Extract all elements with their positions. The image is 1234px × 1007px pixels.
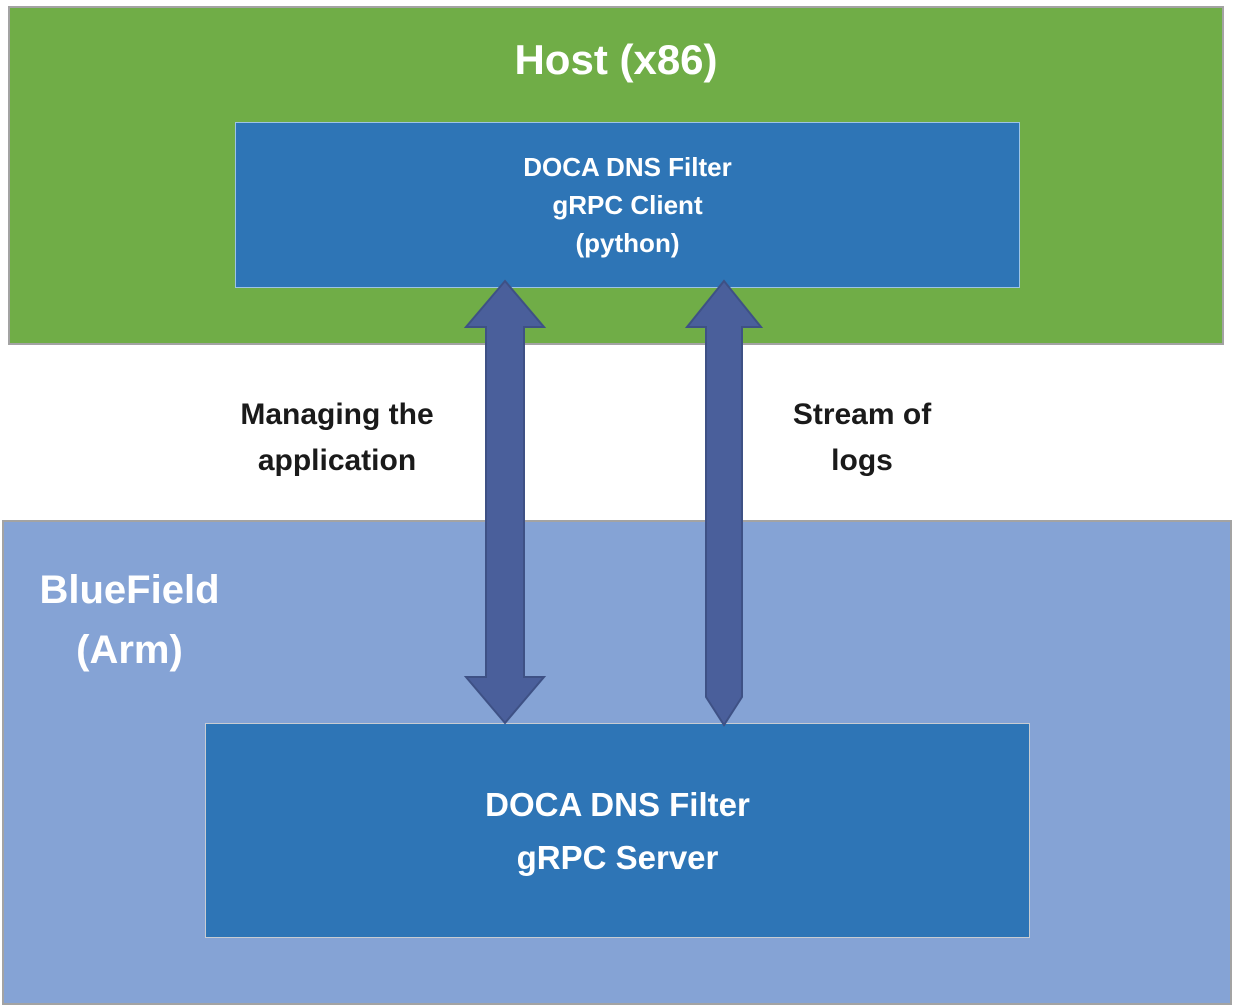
annotation-managing-line1: Managing the [240, 398, 434, 431]
bluefield-title-line2: (Arm) [76, 628, 183, 672]
annotation-stream-line2: logs [831, 444, 893, 477]
annotation-stream-line1: Stream of [792, 398, 932, 431]
server-box-line1: DOCA DNS Filter [485, 785, 750, 823]
grpc-server-box: DOCA DNS Filter gRPC Server [205, 723, 1030, 938]
bluefield-title-line1: BlueField [39, 568, 220, 612]
annotation-managing: Managing the application [167, 392, 507, 484]
grpc-client-box: DOCA DNS Filter gRPC Client (python) [235, 122, 1020, 288]
client-box-line1: DOCA DNS Filter [523, 152, 732, 182]
host-region-title: Host (x86) [514, 36, 718, 83]
host-region: Host (x86) DOCA DNS Filter gRPC Client (… [8, 6, 1224, 345]
client-box-line2: gRPC Client [552, 190, 703, 220]
server-box-line2: gRPC Server [516, 838, 719, 876]
annotation-managing-line2: application [257, 444, 417, 477]
bluefield-region-title: BlueField (Arm) [22, 560, 237, 680]
annotation-stream: Stream of logs [712, 392, 1012, 484]
client-box-line3: (python) [575, 228, 680, 258]
